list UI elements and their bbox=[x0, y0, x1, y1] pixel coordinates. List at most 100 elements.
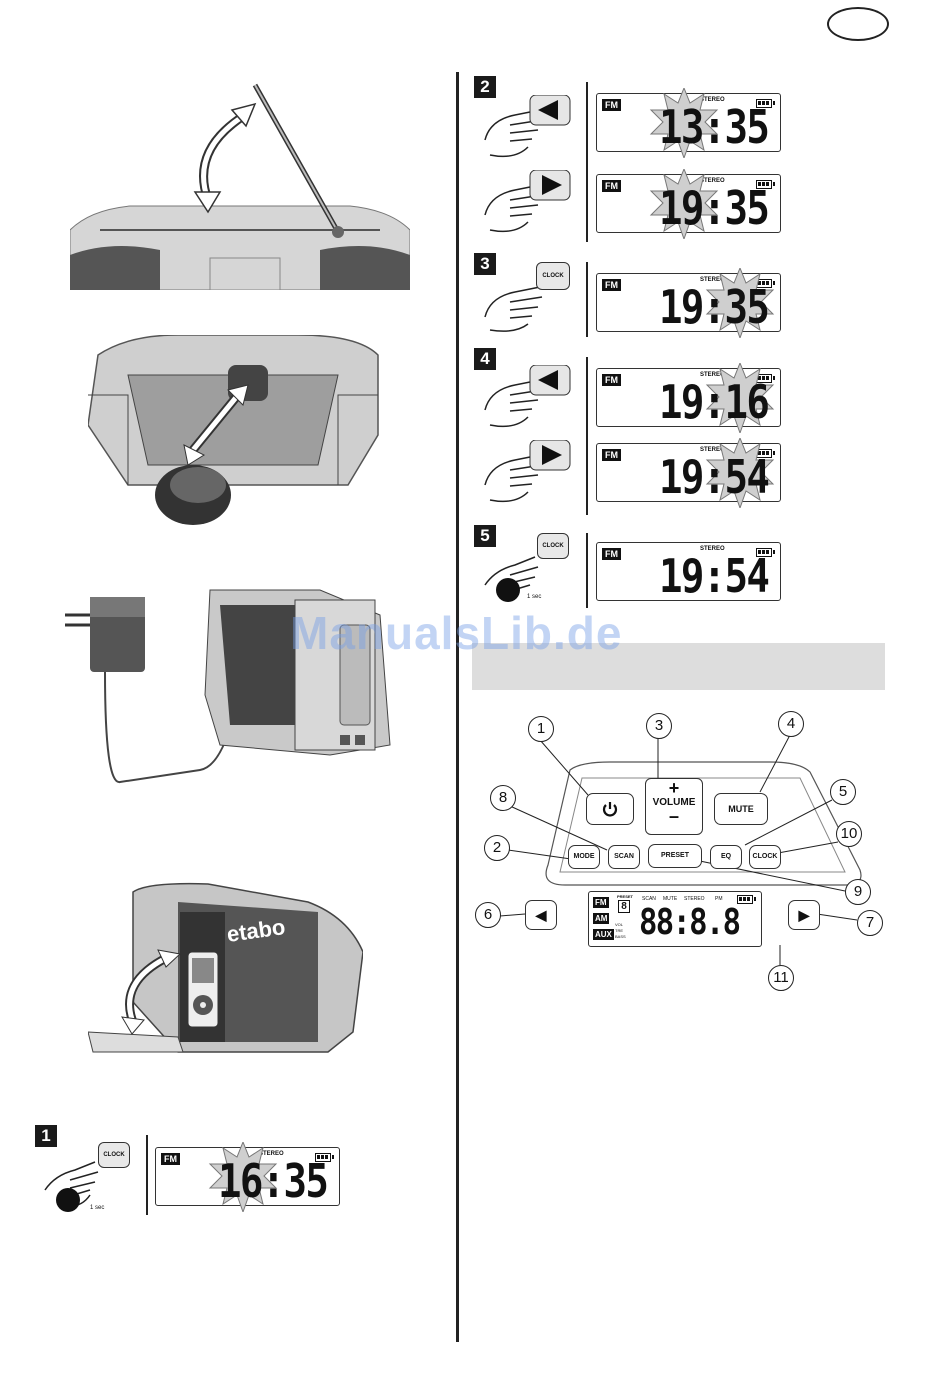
power-icon bbox=[602, 802, 618, 817]
callout-11: 11 bbox=[768, 965, 794, 991]
hold-duration: 1 sec bbox=[527, 594, 542, 600]
volume-plus[interactable]: + bbox=[668, 778, 680, 798]
hand-press-right-icon bbox=[484, 170, 571, 233]
tune-right-button[interactable]: ▶ bbox=[788, 900, 820, 930]
hand-press-left-icon bbox=[484, 365, 571, 428]
battery-compartment-illustration bbox=[88, 335, 379, 525]
lcd-aux: AUX bbox=[593, 929, 614, 940]
flash-burst bbox=[705, 268, 775, 338]
step-4-divider bbox=[586, 357, 588, 515]
column-divider bbox=[456, 72, 459, 1342]
hold-duration: 1 sec bbox=[90, 1205, 105, 1211]
section-band bbox=[472, 643, 885, 690]
mute-button[interactable]: MUTE bbox=[714, 793, 768, 825]
lcd-digits: 16:35 bbox=[218, 1154, 329, 1208]
flash-burst bbox=[705, 438, 775, 508]
lcd-stereo: STEREO bbox=[700, 97, 725, 103]
lcd-stereo: STEREO bbox=[700, 277, 725, 283]
hand-press-right-icon bbox=[484, 440, 571, 503]
step-3-badge: 3 bbox=[474, 253, 496, 275]
callout-1: 1 bbox=[528, 716, 554, 742]
step-4-lcd-b: FM STEREO 19:54 bbox=[596, 438, 781, 508]
control-panel-outline bbox=[499, 734, 862, 965]
battery-icon bbox=[756, 99, 775, 108]
battery-icon bbox=[315, 1153, 334, 1162]
lcd-digits: 88:8.8 bbox=[639, 902, 741, 943]
clock-button[interactable]: CLOCK bbox=[536, 262, 570, 290]
lcd-treble: TRE bbox=[615, 928, 623, 933]
lcd-bass: BASS bbox=[615, 934, 626, 939]
lcd-scan: SCAN bbox=[642, 896, 656, 902]
lcd-stereo: STEREO bbox=[700, 546, 725, 552]
hand-press-icon bbox=[484, 556, 539, 602]
lcd-fm-indicator: FM bbox=[602, 180, 621, 192]
radio-ipod-illustration: etabo bbox=[88, 882, 363, 1053]
callout-5: 5 bbox=[830, 779, 856, 805]
lcd-stereo: STEREO bbox=[259, 1151, 284, 1157]
battery-icon bbox=[756, 548, 775, 557]
antenna-illustration bbox=[70, 80, 410, 290]
step-4-lcd-a: FM STEREO 19:16 bbox=[596, 363, 781, 433]
callout-10: 10 bbox=[836, 821, 862, 847]
mode-button[interactable]: MODE bbox=[568, 845, 600, 869]
lcd-digits: 19:35 bbox=[659, 181, 770, 235]
lcd-preset-digit: 8 bbox=[618, 900, 630, 913]
step-2-lcd-a: FM STEREO 13:35 bbox=[596, 88, 781, 158]
lcd-digits: 19:54 bbox=[659, 450, 770, 504]
flash-burst bbox=[649, 88, 719, 158]
lcd-fm-indicator: FM bbox=[602, 548, 621, 560]
flash-burst bbox=[649, 169, 719, 239]
step-5-lcd: FM STEREO 19:54 bbox=[596, 542, 781, 601]
battery-icon bbox=[737, 895, 756, 904]
step-5-divider bbox=[586, 533, 588, 608]
flash-burst bbox=[208, 1142, 278, 1212]
charger-illustration bbox=[65, 589, 391, 783]
lcd-stereo: STEREO bbox=[700, 447, 725, 453]
lcd-fm-indicator: FM bbox=[602, 279, 621, 291]
preset-button[interactable]: PRESET bbox=[648, 844, 702, 868]
step-1-badge: 1 bbox=[35, 1125, 57, 1147]
lcd-stereo: STEREO bbox=[684, 896, 705, 902]
callout-9: 9 bbox=[845, 879, 871, 905]
lcd-fm: FM bbox=[593, 897, 609, 908]
eq-button[interactable]: EQ bbox=[710, 845, 742, 869]
lcd-stereo: STEREO bbox=[700, 178, 725, 184]
step-5-badge: 5 bbox=[474, 525, 496, 547]
lcd-digits: 19:35 bbox=[659, 280, 770, 334]
lcd-fm-indicator: FM bbox=[602, 374, 621, 386]
clock-button[interactable]: CLOCK bbox=[749, 845, 781, 869]
tune-left-button[interactable]: ◀ bbox=[525, 900, 557, 930]
step-3-divider bbox=[586, 262, 588, 337]
lcd-stereo: STEREO bbox=[700, 372, 725, 378]
step-1-divider bbox=[146, 1135, 148, 1215]
lcd-pm: PM bbox=[715, 896, 723, 902]
watermark: ManualsLib.de bbox=[290, 607, 623, 659]
volume-label: VOLUME bbox=[652, 797, 696, 808]
clock-button[interactable]: CLOCK bbox=[98, 1142, 130, 1168]
volume-control[interactable]: + VOLUME – bbox=[645, 778, 703, 835]
lcd-fm-indicator: FM bbox=[161, 1153, 180, 1165]
flash-burst bbox=[705, 363, 775, 433]
hand-press-left-icon bbox=[484, 95, 571, 158]
callout-8: 8 bbox=[490, 785, 516, 811]
lcd-fm-indicator: FM bbox=[602, 449, 621, 461]
hand-press-icon bbox=[484, 286, 543, 332]
lcd-fm-indicator: FM bbox=[602, 99, 621, 111]
step-3-lcd: FM STEREO 19:35 bbox=[596, 268, 781, 338]
step-2-divider bbox=[586, 82, 588, 242]
power-button[interactable] bbox=[586, 793, 634, 825]
lcd-preset-label: PRESET bbox=[617, 894, 634, 899]
step-4-badge: 4 bbox=[474, 348, 496, 370]
language-badge bbox=[827, 7, 889, 41]
lcd-vol: VOL bbox=[615, 922, 624, 927]
lcd-am: AM bbox=[593, 913, 610, 924]
volume-minus[interactable]: – bbox=[668, 806, 679, 826]
lcd-digits: 19:16 bbox=[659, 375, 770, 429]
lcd-mute: MUTE bbox=[663, 896, 678, 902]
step-2-badge: 2 bbox=[474, 76, 496, 98]
callout-3: 3 bbox=[646, 713, 672, 739]
lcd-digits: 13:35 bbox=[659, 100, 770, 154]
clock-button[interactable]: CLOCK bbox=[537, 533, 569, 559]
scan-button[interactable]: SCAN bbox=[608, 845, 640, 869]
callout-2: 2 bbox=[484, 835, 510, 861]
